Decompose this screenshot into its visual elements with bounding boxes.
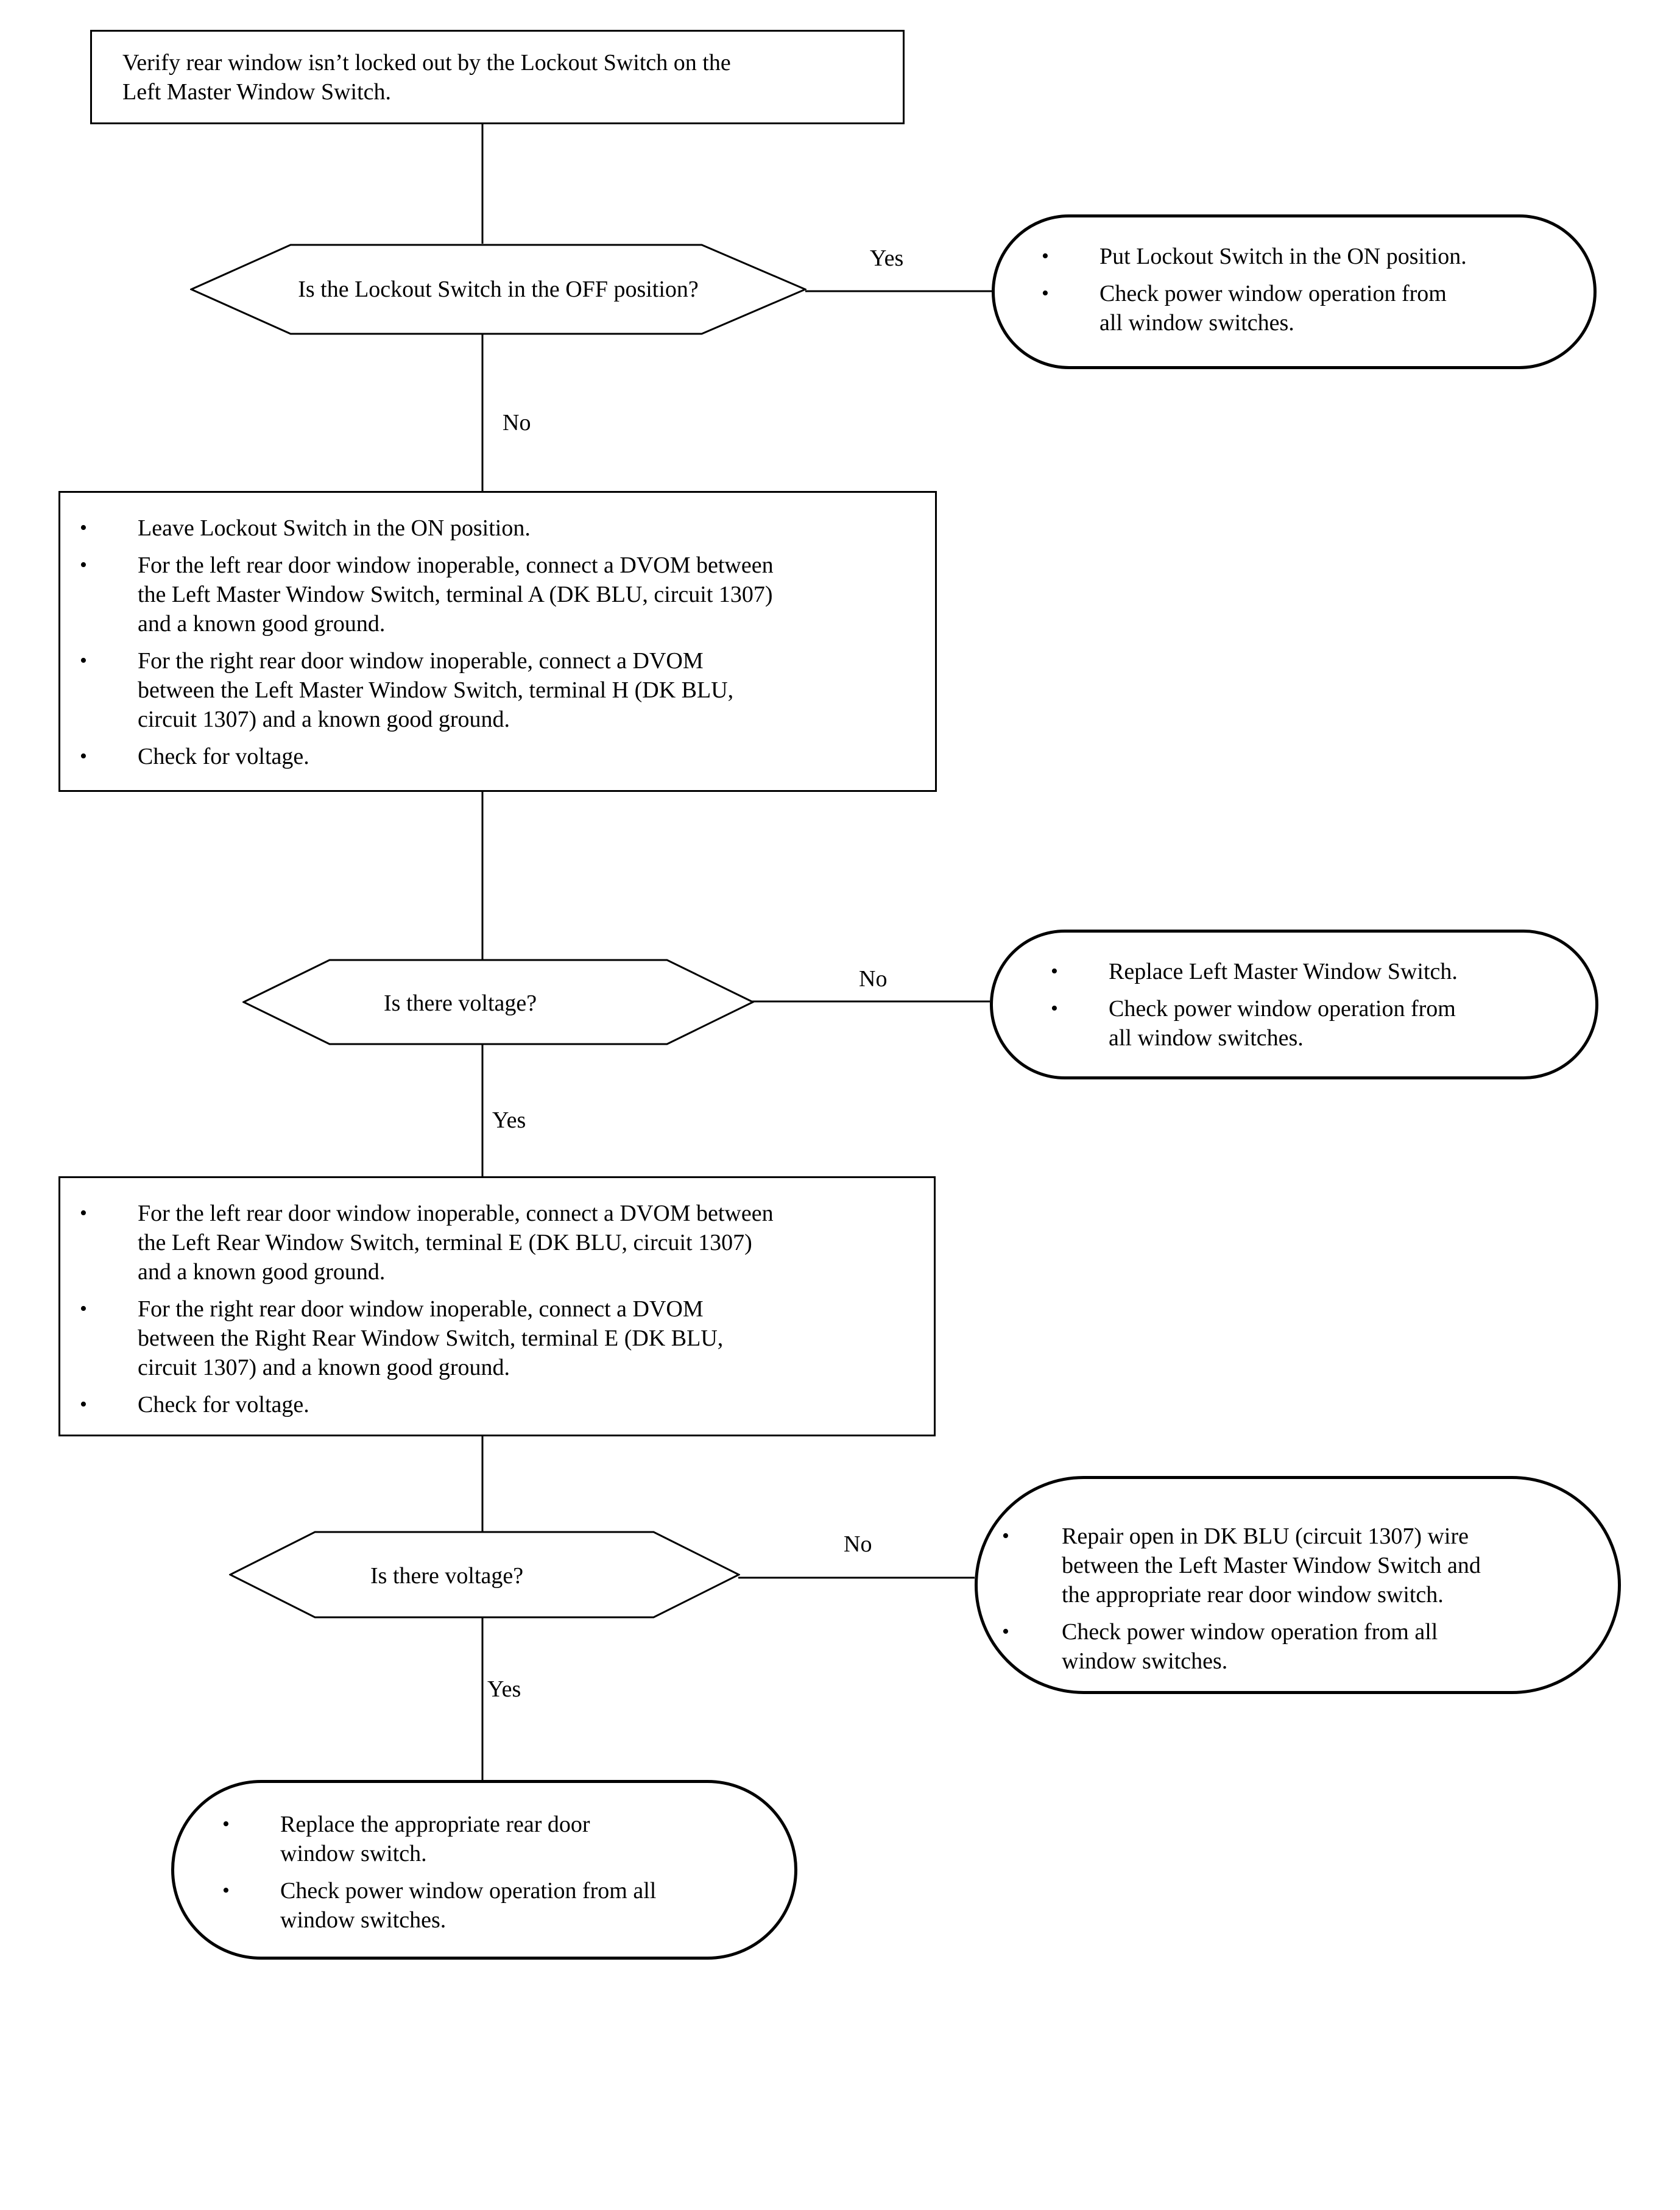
bullet-icon: • <box>222 1879 230 1902</box>
list-item: •Check for voltage. <box>80 742 930 771</box>
list-item: •Check power window operation from all w… <box>1051 994 1590 1053</box>
edge-label-d2-yes: Yes <box>492 1107 526 1133</box>
decision-lockout-switch: Is the Lockout Switch in the OFF positio… <box>190 244 806 335</box>
decision-voltage-master: Is there voltage? <box>242 959 754 1045</box>
decision-diamond-shape <box>242 959 754 1045</box>
start-text: Verify rear window isn’t locked out by t… <box>122 50 731 105</box>
edge-label-d1-no: No <box>503 410 531 436</box>
bullet-icon: • <box>1042 282 1049 305</box>
bullet-icon: • <box>1042 245 1049 267</box>
result-lockout-on-list: •Put Lockout Switch in the ON position. … <box>1042 242 1581 345</box>
bullet-icon: • <box>1002 1525 1009 1547</box>
bullet-icon: • <box>80 517 87 539</box>
result-lockout-on: •Put Lockout Switch in the ON position. … <box>992 214 1597 369</box>
step-check-master-switch-voltage-list: •Leave Lockout Switch in the ON position… <box>80 514 930 779</box>
bullet-icon: • <box>80 1202 87 1224</box>
bullet-icon: • <box>1002 1620 1009 1643</box>
step-check-master-switch-voltage: •Leave Lockout Switch in the ON position… <box>58 491 937 792</box>
edge-label-d2-no: No <box>859 966 888 992</box>
bullet-icon: • <box>80 1393 87 1416</box>
decision-diamond-shape <box>190 244 806 335</box>
list-item: •Put Lockout Switch in the ON position. <box>1042 242 1581 271</box>
bullet-icon: • <box>80 745 87 768</box>
result-replace-master-switch: •Replace Left Master Window Switch. •Che… <box>990 930 1598 1079</box>
decision-voltage-rear: Is there voltage? <box>229 1531 740 1619</box>
bullet-icon: • <box>1051 997 1058 1020</box>
edge-label-d3-yes: Yes <box>487 1676 521 1702</box>
result-replace-master-switch-list: •Replace Left Master Window Switch. •Che… <box>1051 957 1590 1061</box>
decision-voltage-master-text: Is there voltage? <box>384 990 537 1016</box>
list-item: •Check power window operation from all w… <box>1002 1617 1610 1676</box>
bullet-icon: • <box>222 1813 230 1835</box>
list-item: •Check power window operation from all w… <box>1042 279 1581 337</box>
result-repair-open-wire: •Repair open in DK BLU (circuit 1307) wi… <box>975 1476 1621 1694</box>
result-replace-rear-switch: •Replace the appropriate rear door windo… <box>171 1780 797 1960</box>
list-item: •Repair open in DK BLU (circuit 1307) wi… <box>1002 1522 1610 1609</box>
decision-voltage-rear-text: Is there voltage? <box>370 1563 524 1589</box>
list-item: •Replace Left Master Window Switch. <box>1051 957 1590 986</box>
decision-diamond-shape <box>229 1531 740 1619</box>
list-item: •Leave Lockout Switch in the ON position… <box>80 514 930 543</box>
bullet-icon: • <box>80 649 87 672</box>
step-check-rear-switch-voltage: •For the left rear door window inoperabl… <box>58 1176 936 1436</box>
list-item: •Check power window operation from all w… <box>222 1876 792 1935</box>
start-box: Verify rear window isn’t locked out by t… <box>90 30 905 124</box>
bullet-icon: • <box>80 1297 87 1320</box>
step-check-rear-switch-voltage-list: •For the left rear door window inoperabl… <box>80 1199 930 1427</box>
edge-label-d1-yes: Yes <box>870 245 904 271</box>
list-item: •Check for voltage. <box>80 1390 930 1419</box>
bullet-icon: • <box>1051 960 1058 983</box>
list-item: •For the left rear door window inoperabl… <box>80 551 930 638</box>
list-item: •For the left rear door window inoperabl… <box>80 1199 930 1287</box>
result-replace-rear-switch-list: •Replace the appropriate rear door windo… <box>222 1810 792 1943</box>
bullet-icon: • <box>80 554 87 576</box>
decision-lockout-switch-text: Is the Lockout Switch in the OFF positio… <box>298 277 699 302</box>
list-item: •Replace the appropriate rear door windo… <box>222 1810 792 1868</box>
result-repair-open-wire-list: •Repair open in DK BLU (circuit 1307) wi… <box>1002 1522 1610 1684</box>
edge-label-d3-no: No <box>844 1531 872 1557</box>
list-item: •For the right rear door window inoperab… <box>80 1294 930 1382</box>
list-item: •For the right rear door window inoperab… <box>80 646 930 734</box>
